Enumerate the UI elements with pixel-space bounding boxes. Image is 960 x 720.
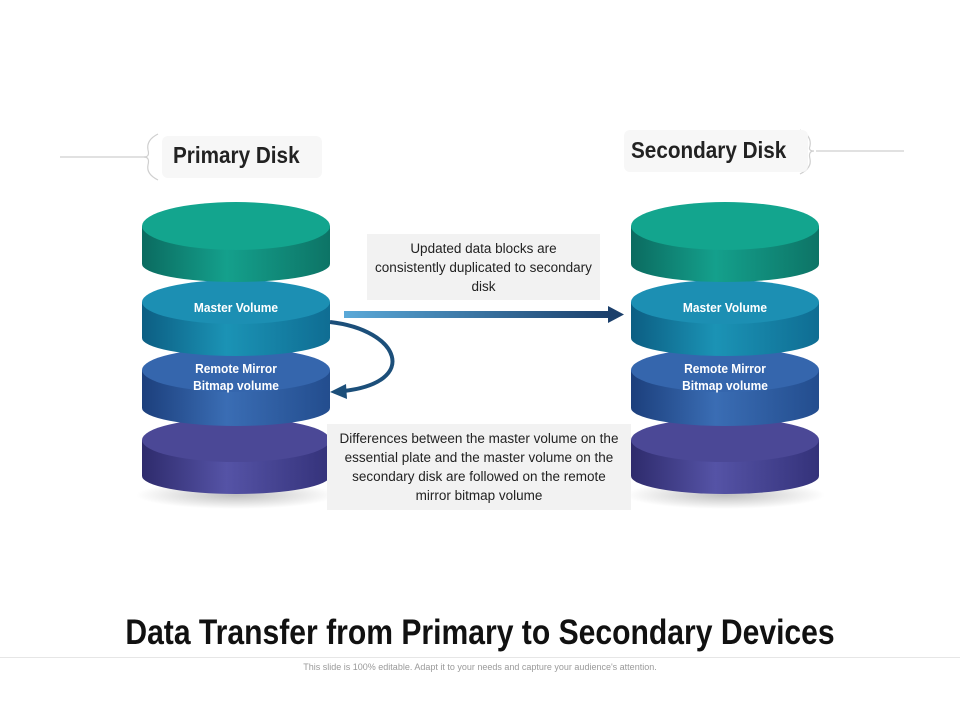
footer-divider: [0, 657, 960, 658]
replication-arrow: [344, 306, 624, 323]
secondary-mirror-label-text: Remote Mirror Bitmap volume: [682, 361, 768, 393]
secondary-layer-top: [631, 202, 819, 282]
secondary-mirror-volume-label: Remote Mirror Bitmap volume: [639, 360, 812, 394]
primary-disk-stack: [136, 202, 336, 509]
primary-layer-master: [142, 280, 330, 356]
primary-mirror-volume-label: Remote Mirror Bitmap volume: [150, 360, 323, 394]
primary-mirror-label-text: Remote Mirror Bitmap volume: [193, 361, 279, 393]
secondary-disk-title: Secondary Disk: [631, 137, 787, 163]
secondary-disk-stack: [625, 202, 825, 509]
secondary-layer-master: [631, 280, 819, 356]
primary-master-volume-label: Master Volume: [193, 300, 279, 315]
primary-disk-title: Primary Disk: [173, 142, 300, 168]
secondary-layer-mirror: [631, 348, 819, 426]
footer-note: This slide is 100% editable. Adapt it to…: [303, 662, 657, 672]
differences-callout: Differences between the master volume on…: [327, 424, 631, 510]
loop-arrow: [329, 320, 395, 399]
secondary-layer-bottom: [631, 418, 819, 494]
primary-title-bracket: [60, 133, 322, 181]
replication-callout: Updated data blocks are consistently dup…: [367, 234, 600, 300]
slide-title: Data Transfer from Primary to Secondary …: [125, 613, 835, 652]
secondary-title-bracket: [624, 129, 904, 175]
secondary-master-volume-label: Master Volume: [682, 300, 768, 315]
primary-layer-mirror: [142, 348, 330, 426]
primary-layer-bottom: [142, 418, 330, 494]
primary-layer-top: [142, 202, 330, 282]
